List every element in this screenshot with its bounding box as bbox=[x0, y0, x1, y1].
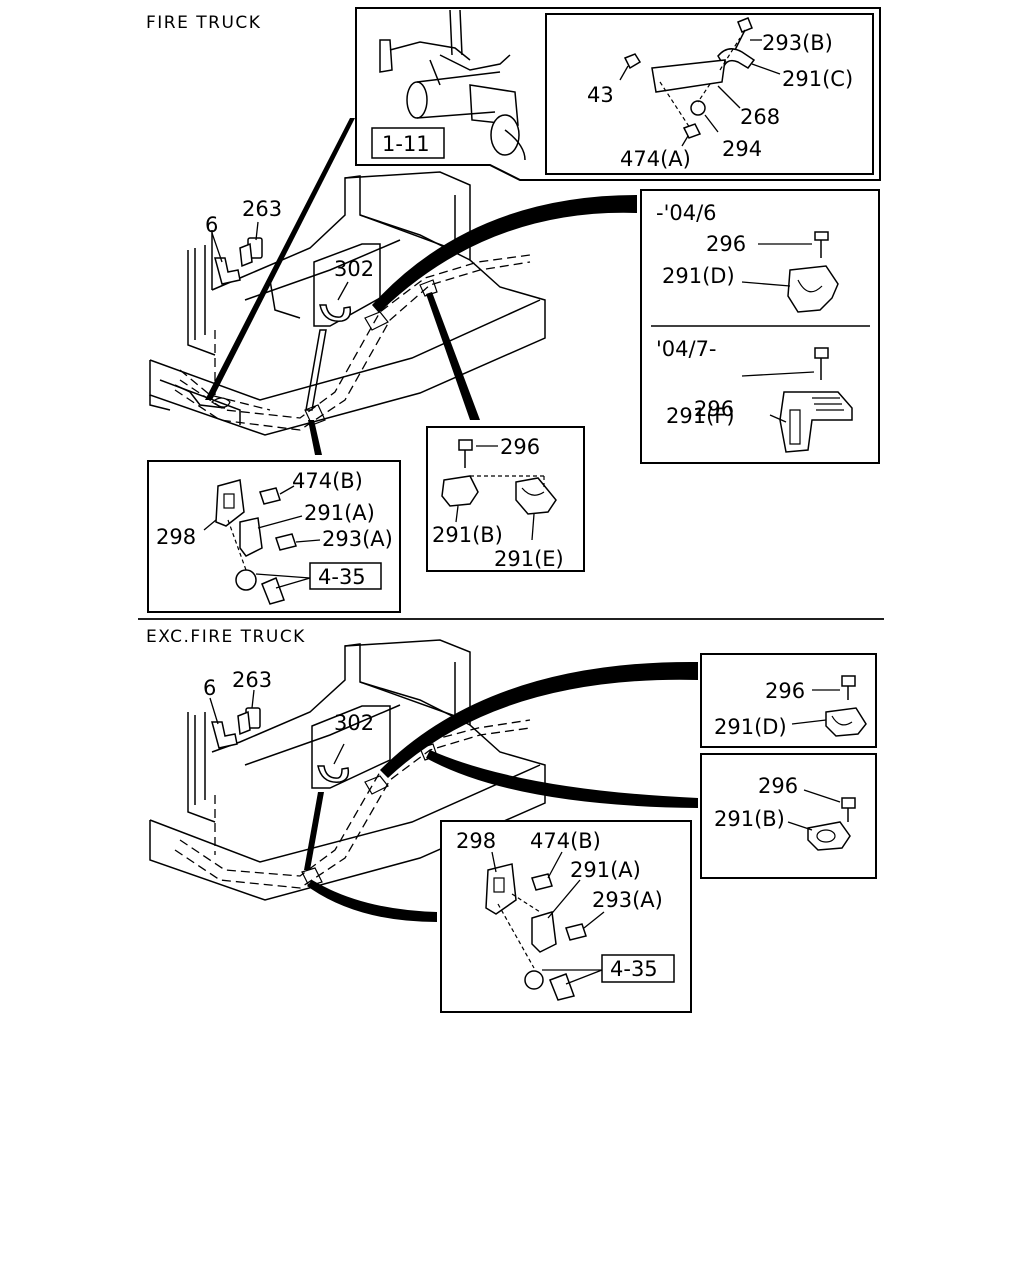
label-6-bottom: 6 bbox=[203, 676, 216, 700]
detail-box-period-variants bbox=[640, 189, 880, 464]
label-291E: 291(E) bbox=[494, 547, 564, 571]
label-296-b-bottom: 296 bbox=[758, 774, 798, 798]
detail-box-clamp-d-bottom bbox=[700, 653, 877, 748]
label-293A-bottom: 293(A) bbox=[592, 888, 663, 912]
label-291A-top: 291(A) bbox=[304, 501, 375, 525]
label-302-top: 302 bbox=[334, 257, 374, 281]
label-474B-bottom: 474(B) bbox=[530, 829, 601, 853]
label-6-top: 6 bbox=[205, 213, 218, 237]
label-291F: 291(F) bbox=[666, 404, 735, 428]
section-title-fire-truck: FIRE TRUCK bbox=[146, 13, 261, 33]
label-296-mid: 296 bbox=[500, 435, 540, 459]
callout-wedge-bottom-d bbox=[380, 661, 698, 778]
detail-box-clamp-parts bbox=[545, 13, 874, 175]
label-296-f-top: 296 bbox=[694, 397, 734, 421]
chassis-frame-top bbox=[149, 171, 546, 436]
label-43: 43 bbox=[587, 83, 614, 107]
detail-box-bracket-assembly-top bbox=[147, 460, 401, 613]
label-296-d-bottom: 296 bbox=[765, 679, 805, 703]
period-before: -'04/6 bbox=[656, 201, 717, 225]
label-474B-top: 474(B) bbox=[292, 469, 363, 493]
label-294: 294 bbox=[722, 137, 762, 161]
label-298-bottom: 298 bbox=[456, 829, 496, 853]
label-291C: 291(C) bbox=[782, 67, 853, 91]
ref-4-35-top: 4-35 bbox=[318, 565, 366, 589]
label-263-top: 263 bbox=[242, 197, 282, 221]
ref-4-35-bottom: 4-35 bbox=[610, 957, 658, 981]
bracket-part-6-top bbox=[211, 232, 241, 285]
label-474A: 474(A) bbox=[620, 147, 691, 171]
label-293B: 293(B) bbox=[762, 31, 833, 55]
callout-wedge-left-box bbox=[308, 420, 322, 455]
callout-wedge-middle-box bbox=[426, 292, 480, 420]
label-291B-mid: 291(B) bbox=[432, 523, 503, 547]
label-263-bottom: 263 bbox=[232, 668, 272, 692]
label-298-top: 298 bbox=[156, 525, 196, 549]
bolt-part-263-bottom bbox=[237, 689, 261, 736]
period-after: '04/7- bbox=[656, 337, 717, 361]
label-296-d-top: 296 bbox=[706, 232, 746, 256]
label-291B-bottom: 291(B) bbox=[714, 807, 785, 831]
label-291A-bottom: 291(A) bbox=[570, 858, 641, 882]
bracket-part-6-bottom bbox=[209, 697, 238, 749]
detail-box-clamp-b-bottom bbox=[700, 753, 877, 879]
label-268: 268 bbox=[740, 105, 780, 129]
callout-wedge-period-box bbox=[372, 195, 637, 313]
callout-wedge-bottom-bracket bbox=[307, 880, 437, 922]
detail-box-clamp-variants-b-e bbox=[426, 426, 585, 572]
section-title-exc-fire-truck: EXC.FIRE TRUCK bbox=[146, 627, 306, 647]
label-291D-bottom: 291(D) bbox=[714, 715, 787, 739]
detail-box-bracket-assembly-bottom bbox=[440, 820, 692, 1013]
bolt-part-263-top bbox=[239, 221, 263, 268]
callout-wedge-bottom-b bbox=[426, 750, 698, 808]
callout-wedge-upper bbox=[205, 118, 355, 400]
label-293A-top: 293(A) bbox=[322, 527, 393, 551]
label-302-bottom: 302 bbox=[334, 711, 374, 735]
ref-1-11: 1-11 bbox=[382, 132, 430, 156]
clip-302-callout-bottom bbox=[304, 705, 391, 870]
label-291D-top: 291(D) bbox=[662, 264, 735, 288]
